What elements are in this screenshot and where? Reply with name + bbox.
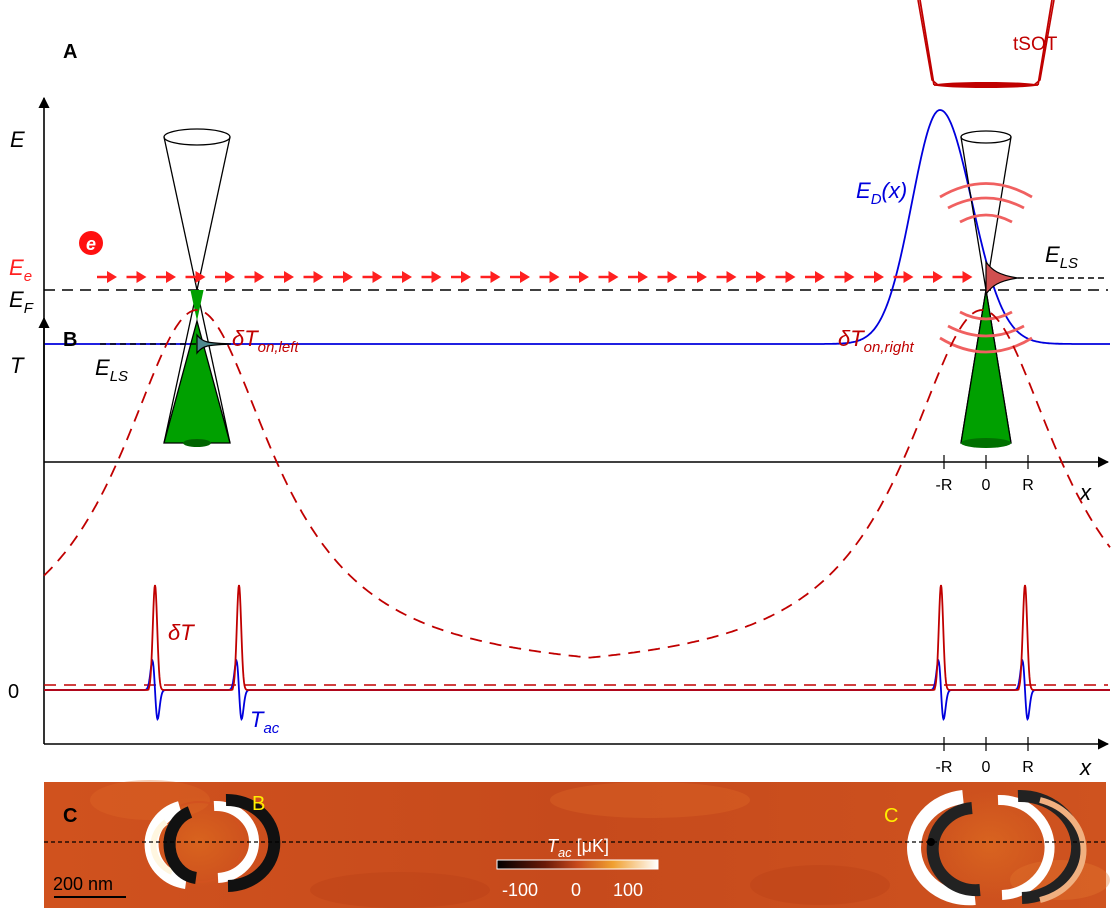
panel-c: C B C Tac [μK] -100 0 100 200 nm <box>44 780 1110 908</box>
ring-defect-right <box>906 789 1087 906</box>
electron-arrow <box>569 271 589 283</box>
electron-arrow <box>834 271 855 283</box>
electron-arrow <box>126 271 147 283</box>
electron-arrow <box>421 271 442 283</box>
phonon-emission-arcs <box>939 182 1033 354</box>
dirac-cone-right <box>939 130 1108 448</box>
colorbar-title: Tac [μK] <box>547 836 609 860</box>
zero-label: 0 <box>8 681 19 703</box>
dirac-profile-label: ED(x) <box>856 178 907 208</box>
tick-label-minus-r-a: -R <box>936 477 953 494</box>
electron-arrow <box>185 271 206 283</box>
electron-arrow <box>244 271 265 283</box>
electron-flow-arrows <box>97 271 973 283</box>
panel-c-label: C <box>63 805 77 827</box>
electron-arrow <box>864 271 884 283</box>
electron-arrow <box>716 271 737 283</box>
panel-a: A E x -R 0 R <box>9 0 1110 505</box>
tip-position-marker <box>927 838 935 846</box>
x-axis-label-a: x <box>1079 480 1092 505</box>
x-axis-label-b: x <box>1079 755 1092 780</box>
marker-b-label: B <box>252 793 265 815</box>
electron-arrow <box>687 271 707 283</box>
fermi-energy-label: EF <box>9 287 34 317</box>
electron-icon <box>79 231 103 255</box>
electron-arrow <box>480 271 501 283</box>
electron-arrow <box>598 271 619 283</box>
dT-on-envelope <box>43 309 1111 659</box>
electron-arrow <box>97 271 117 283</box>
colorbar-tick-min: -100 <box>502 880 538 900</box>
electron-arrow <box>893 271 914 283</box>
electron-arrow <box>362 271 383 283</box>
electron-arrow <box>303 271 324 283</box>
dT-on-right-label: δTon,right <box>838 326 915 356</box>
marker-c-label: C <box>884 805 898 827</box>
electron-symbol: e <box>86 234 96 254</box>
electron-arrow <box>628 271 648 283</box>
localized-state-energy-left: ELS <box>95 355 128 385</box>
dT-label: δT <box>168 620 195 645</box>
panel-b: B T x 0 -R 0 R δT δTon,left δTon,right T… <box>8 309 1111 780</box>
colorbar-tick-max: 100 <box>613 880 643 900</box>
electron-arrow <box>657 271 678 283</box>
dirac-cone-left <box>100 128 232 447</box>
electron-arrow <box>746 271 766 283</box>
electron-arrow <box>510 271 530 283</box>
scalebar-label: 200 nm <box>53 874 113 894</box>
electron-arrow <box>952 271 973 283</box>
tick-label-zero-b: 0 <box>982 759 991 776</box>
tac-label: Tac <box>250 707 280 737</box>
electron-arrow <box>923 271 943 283</box>
colorbar-tick-zero: 0 <box>571 880 581 900</box>
tick-label-r-b: R <box>1022 759 1034 776</box>
electron-arrow <box>333 271 353 283</box>
panel-b-label: B <box>63 329 77 351</box>
electron-energy-label: Ee <box>9 255 32 285</box>
tsot-tip <box>917 0 1055 88</box>
energy-axis-label: E <box>10 127 25 152</box>
electron-arrow <box>274 271 294 283</box>
localized-state-left <box>196 333 232 355</box>
panel-a-label: A <box>63 41 77 63</box>
tick-label-zero-a: 0 <box>982 477 991 494</box>
dT-trace <box>44 584 1110 691</box>
electron-arrow <box>215 271 235 283</box>
electron-arrow <box>392 271 412 283</box>
dT-on-left-label: δTon,left <box>232 326 299 356</box>
temperature-axis-label: T <box>10 353 25 378</box>
electron-arrow <box>805 271 825 283</box>
colorbar <box>496 859 659 870</box>
electron-arrow <box>156 271 176 283</box>
tsot-label: tSOT <box>1013 34 1058 55</box>
electron-arrow <box>451 271 471 283</box>
electron-arrow <box>775 271 796 283</box>
electron-arrow <box>539 271 560 283</box>
tick-label-r-a: R <box>1022 477 1034 494</box>
localized-state-energy-right: ELS <box>1045 242 1078 272</box>
tick-label-minus-r-b: -R <box>936 759 953 776</box>
localized-state-right <box>985 260 1019 296</box>
